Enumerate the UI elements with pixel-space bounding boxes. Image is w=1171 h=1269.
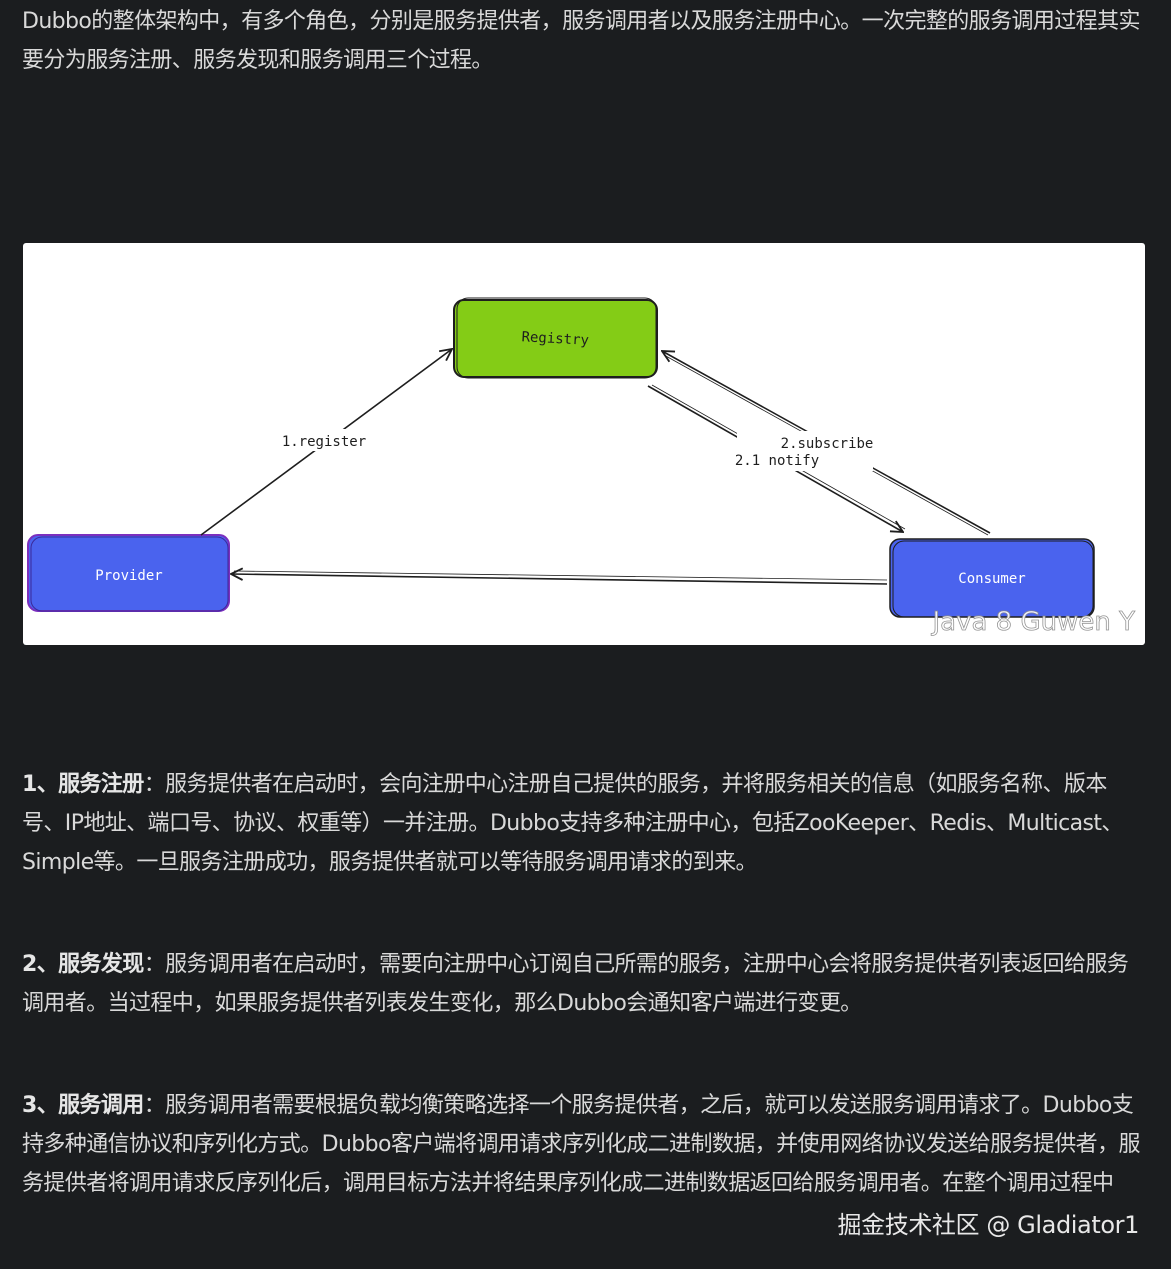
- register-label: 1.register: [282, 434, 366, 450]
- intro-paragraph: Dubbo的整体架构中，有多个角色，分别是服务提供者，服务调用者以及服务注册中心…: [22, 9, 1140, 73]
- subscribe-label: 2.subscribe: [781, 436, 874, 452]
- step-register-paragraph: 1、服务注册：服务提供者在启动时，会向注册中心注册自己提供的服务，并将服务相关的…: [22, 765, 1147, 882]
- provider-box-sketch: [30, 536, 229, 612]
- step-discovery-paragraph: 2、服务发现：服务调用者在启动时，需要向注册中心订阅自己所需的服务，注册中心会将…: [22, 945, 1147, 1023]
- registry-box-sketch: [456, 297, 657, 379]
- step-register-body: ：服务提供者在启动时，会向注册中心注册自己提供的服务，并将服务相关的信息（如服务…: [22, 772, 1123, 875]
- step-invoke-body: ：服务调用者需要根据负载均衡策略选择一个服务提供者，之后，就可以发送服务调用请求…: [22, 1093, 1140, 1196]
- notify-label: 2.1 notify: [735, 453, 819, 469]
- subscribe-notify-label-bg: [737, 431, 873, 471]
- consumer-label: Consumer: [958, 571, 1025, 587]
- dubbo-architecture-diagram: Registry Provider Consumer 1.register: [23, 243, 1145, 645]
- figure-watermark: Java 8 Guwen Y: [930, 607, 1135, 637]
- consumer-node: Consumer: [889, 538, 1095, 618]
- registry-box: [453, 299, 658, 378]
- register-edge: 1.register: [200, 349, 452, 536]
- registry-node: Registry: [453, 297, 658, 379]
- invoke-edge: [231, 570, 888, 585]
- step-discovery-body: ：服务调用者在启动时，需要向注册中心订阅自己所需的服务，注册中心会将服务提供者列…: [22, 952, 1129, 1016]
- step-discovery-title: 2、服务发现: [22, 952, 144, 977]
- provider-label: Provider: [95, 568, 162, 584]
- register-label-bg: [285, 429, 363, 451]
- step-invoke-paragraph: 3、服务调用：服务调用者需要根据负载均衡策略选择一个服务提供者，之后，就可以发送…: [22, 1086, 1147, 1203]
- footer-watermark: 掘金技术社区 @ Gladiator1: [837, 1211, 1140, 1239]
- step-register-title: 1、服务注册: [22, 772, 144, 797]
- invoke-arrow-sketch: [233, 570, 888, 581]
- consumer-box-sketch: [892, 540, 1094, 618]
- step-invoke-title: 3、服务调用: [22, 1093, 144, 1118]
- registry-label: Registry: [521, 329, 589, 349]
- invoke-arrow: [231, 574, 888, 585]
- provider-node: Provider: [27, 534, 230, 612]
- diagram-canvas: Registry Provider Consumer 1.register: [27, 297, 1136, 637]
